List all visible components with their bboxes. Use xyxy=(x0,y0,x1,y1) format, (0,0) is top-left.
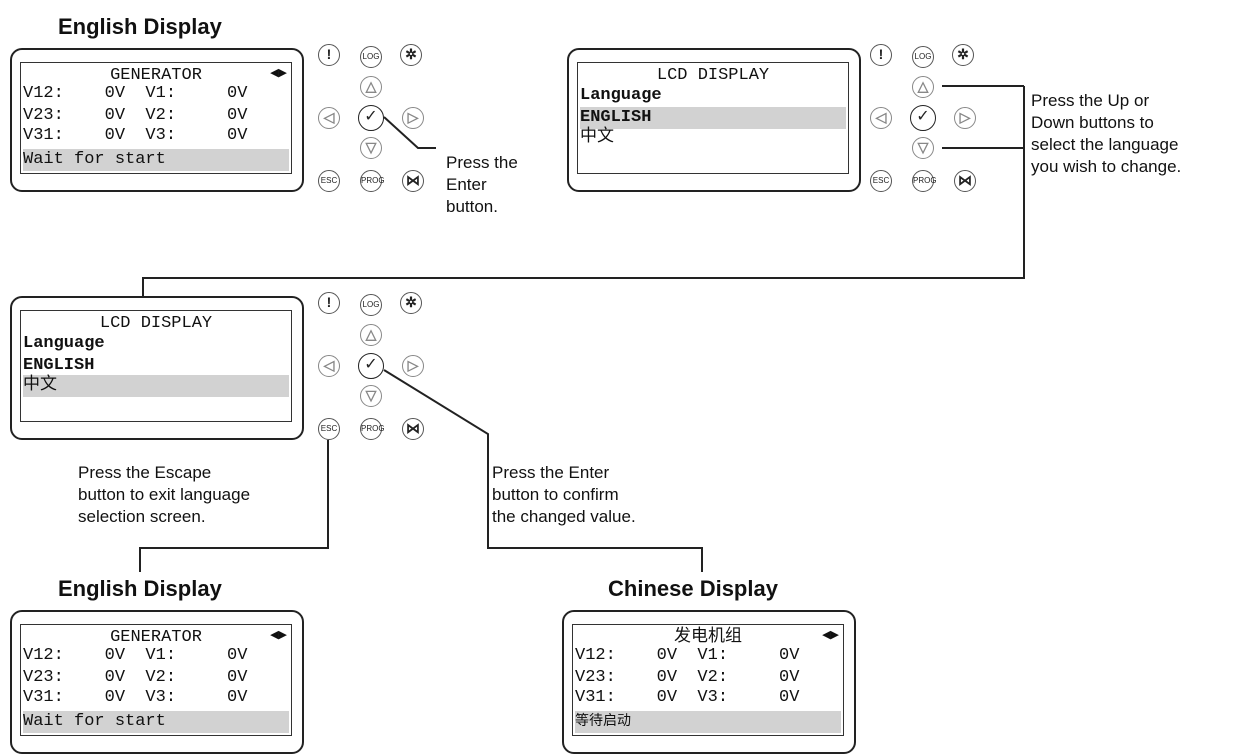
screen-row: V23: 0V V2: 0V xyxy=(23,668,248,687)
screen-row: V31: 0V V3: 0V xyxy=(23,126,248,145)
device-chinese-bottom: 发电机组 ◀▶ V12: 0V V1: 0V V23: 0V V2: 0V V3… xyxy=(562,610,856,754)
left-button[interactable]: ◁ xyxy=(318,355,340,377)
prog-button[interactable]: PROG xyxy=(360,170,385,192)
prog-button[interactable]: PROG xyxy=(912,170,937,192)
caption-press-enter: Press the Enter button. xyxy=(446,153,518,216)
up-button[interactable]: △ xyxy=(360,76,382,98)
right-button[interactable]: ▷ xyxy=(402,355,424,377)
lcd-screen: GENERATOR ◀▶ V12: 0V V1: 0V V23: 0V V2: … xyxy=(20,62,292,174)
esc-button[interactable]: ESC xyxy=(318,418,340,440)
left-button[interactable]: ◁ xyxy=(318,107,340,129)
lcd-screen: LCD DISPLAY Language ENGLISH 中文 xyxy=(577,62,849,174)
lcd-screen: GENERATOR ◀▶ V12: 0V V1: 0V V23: 0V V2: … xyxy=(20,624,292,736)
screen-label: Language xyxy=(580,86,662,105)
screen-title: LCD DISPLAY xyxy=(656,66,770,85)
device-english-bottom: GENERATOR ◀▶ V12: 0V V1: 0V V23: 0V V2: … xyxy=(10,610,304,754)
device-language-english: LCD DISPLAY Language ENGLISH 中文 xyxy=(567,48,861,192)
device-language-chinese: LCD DISPLAY Language ENGLISH 中文 xyxy=(10,296,304,440)
screen-title: GENERATOR xyxy=(110,66,202,85)
screen-title: LCD DISPLAY xyxy=(99,314,213,333)
up-button[interactable]: △ xyxy=(912,76,934,98)
screen-row: V23: 0V V2: 0V xyxy=(575,668,800,687)
keypad-3: ! LOG ✲ △ ◁ ✓ ▷ ▽ ESC PROG ⋈ xyxy=(318,292,428,442)
down-button[interactable]: ▽ xyxy=(360,385,382,407)
down-button[interactable]: ▽ xyxy=(912,137,934,159)
enter-button[interactable]: ✓ xyxy=(358,105,384,131)
heading-chinese-bottom: Chinese Display xyxy=(608,576,778,601)
left-right-arrows-icon: ◀▶ xyxy=(270,629,287,641)
enter-button[interactable]: ✓ xyxy=(358,353,384,379)
screen-status: Wait for start xyxy=(23,711,289,733)
link-icon[interactable]: ⋈ xyxy=(954,170,976,192)
prog-button[interactable]: PROG xyxy=(360,418,385,440)
screen-status: 等待启动 xyxy=(575,711,841,733)
line-enter-2 xyxy=(383,369,703,572)
device-english-top: GENERATOR ◀▶ V12: 0V V1: 0V V23: 0V V2: … xyxy=(10,48,304,192)
option-chinese: 中文 xyxy=(23,375,289,397)
esc-button[interactable]: ESC xyxy=(870,170,892,192)
screen-title: 发电机组 xyxy=(674,628,742,647)
screen-row: V31: 0V V3: 0V xyxy=(23,688,248,707)
log-button[interactable]: LOG xyxy=(360,294,382,316)
screen-row: V31: 0V V3: 0V xyxy=(575,688,800,707)
link-icon[interactable]: ⋈ xyxy=(402,418,424,440)
heading-english-bottom: English Display xyxy=(58,576,222,601)
lcd-screen: LCD DISPLAY Language ENGLISH 中文 xyxy=(20,310,292,422)
heading-english-top: English Display xyxy=(58,14,222,39)
lcd-screen: 发电机组 ◀▶ V12: 0V V1: 0V V23: 0V V2: 0V V3… xyxy=(572,624,844,736)
alarm-button[interactable]: ! xyxy=(870,44,892,66)
option-english: ENGLISH xyxy=(23,356,95,375)
screen-row: V12: 0V V1: 0V xyxy=(23,646,248,665)
up-button[interactable]: △ xyxy=(360,324,382,346)
screen-row: V12: 0V V1: 0V xyxy=(575,646,800,665)
link-icon[interactable]: ⋈ xyxy=(402,170,424,192)
right-button[interactable]: ▷ xyxy=(954,107,976,129)
left-right-arrows-icon: ◀▶ xyxy=(822,629,839,641)
right-button[interactable]: ▷ xyxy=(402,107,424,129)
left-button[interactable]: ◁ xyxy=(870,107,892,129)
screen-row: V12: 0V V1: 0V xyxy=(23,84,248,103)
line-to-second xyxy=(142,86,1025,296)
gear-icon[interactable]: ✲ xyxy=(400,44,422,66)
line-enter-1 xyxy=(383,116,436,149)
option-chinese: 中文 xyxy=(580,128,614,147)
alarm-button[interactable]: ! xyxy=(318,44,340,66)
screen-status: Wait for start xyxy=(23,149,289,171)
esc-button[interactable]: ESC xyxy=(318,170,340,192)
screen-title: GENERATOR xyxy=(110,628,202,647)
caption-press-escape: Press the Escape button to exit language… xyxy=(78,463,251,526)
enter-button[interactable]: ✓ xyxy=(910,105,936,131)
caption-press-updown: Press the Up or Down buttons to select t… xyxy=(1031,91,1182,176)
gear-icon[interactable]: ✲ xyxy=(952,44,974,66)
keypad-2: ! LOG ✲ △ ◁ ✓ ▷ ▽ ESC PROG ⋈ xyxy=(870,44,980,194)
log-button[interactable]: LOG xyxy=(360,46,382,68)
log-button[interactable]: LOG xyxy=(912,46,934,68)
down-button[interactable]: ▽ xyxy=(360,137,382,159)
caption-press-enter-confirm: Press the Enter button to confirm the ch… xyxy=(492,463,636,526)
gear-icon[interactable]: ✲ xyxy=(400,292,422,314)
screen-label: Language xyxy=(23,334,105,353)
keypad-1: ! LOG ✲ △ ◁ ✓ ▷ ▽ ESC PROG ⋈ xyxy=(318,44,428,194)
option-english: ENGLISH xyxy=(580,107,846,129)
left-right-arrows-icon: ◀▶ xyxy=(270,67,287,79)
line-escape xyxy=(139,440,329,572)
screen-row: V23: 0V V2: 0V xyxy=(23,106,248,125)
alarm-button[interactable]: ! xyxy=(318,292,340,314)
